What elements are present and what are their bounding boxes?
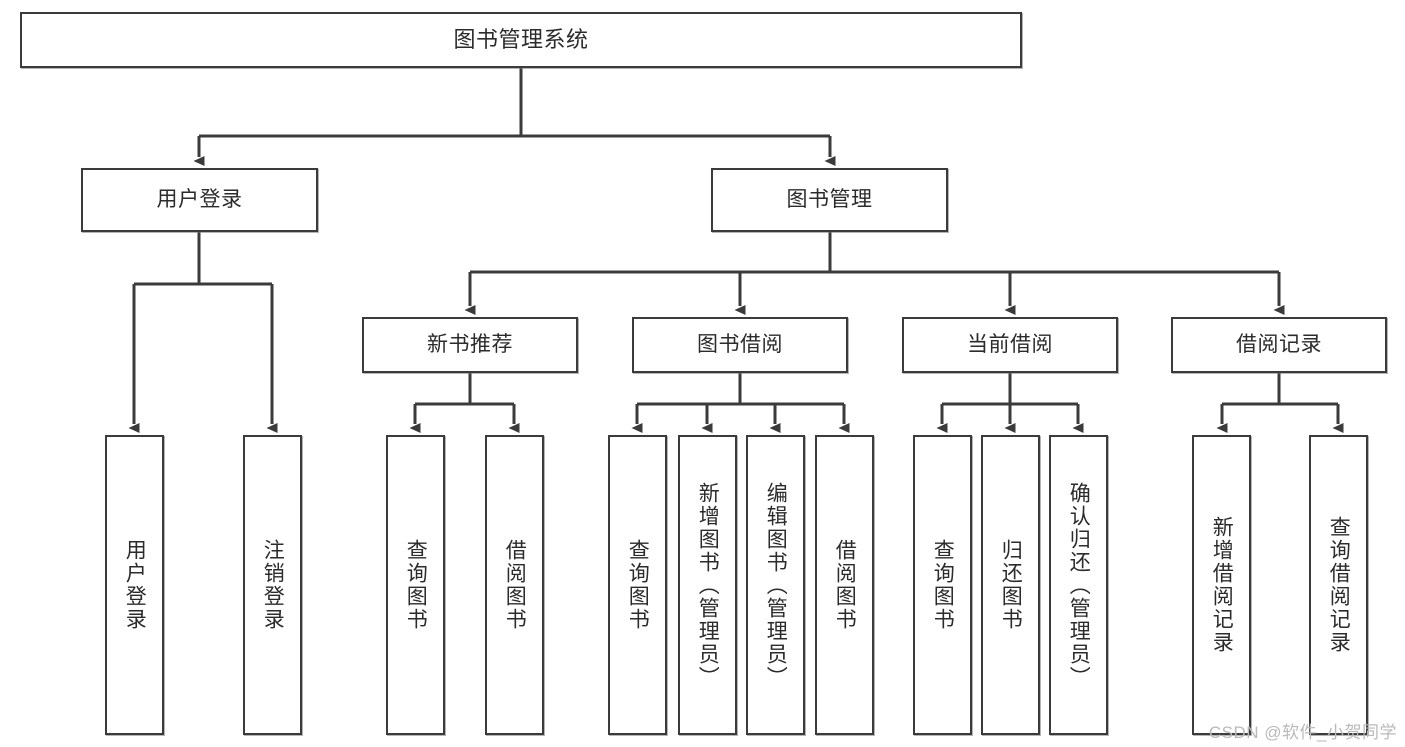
leaf-edit-book-admin[interactable]: 编辑图书（管理员）: [746, 435, 805, 735]
node-label: 查询图书: [626, 539, 650, 631]
node-label: 新增图书（管理员）: [696, 481, 720, 689]
node-label: 图书借阅: [697, 333, 783, 357]
node-label: 查询图书: [931, 539, 955, 631]
node-label: 当前借阅: [967, 333, 1053, 357]
node-label: 用户登录: [123, 539, 147, 631]
node-label: 图书管理: [786, 188, 873, 212]
node-label: 注销登录: [261, 539, 285, 631]
node-label: 确认归还（管理员）: [1067, 481, 1091, 689]
leaf-query-borrow-record[interactable]: 查询借阅记录: [1309, 435, 1368, 735]
leaf-query-book-current[interactable]: 查询图书: [913, 435, 972, 735]
node-label: 新增借阅记录: [1210, 516, 1234, 654]
node-borrow-record[interactable]: 借阅记录: [1171, 317, 1387, 373]
node-label: 图书管理系统: [453, 26, 589, 52]
leaf-user-login[interactable]: 用户登录: [105, 435, 164, 735]
node-label: 用户登录: [156, 188, 243, 212]
leaf-borrow-book-recommend[interactable]: 借阅图书: [485, 435, 544, 735]
watermark: CSDN @软件_小贺同学: [1208, 723, 1397, 742]
node-label: 查询借阅记录: [1327, 516, 1351, 654]
node-book-borrow[interactable]: 图书借阅: [632, 317, 848, 373]
node-label: 查询图书: [404, 539, 428, 631]
leaf-confirm-return-admin[interactable]: 确认归还（管理员）: [1049, 435, 1108, 735]
node-label: 借阅图书: [503, 539, 527, 631]
leaf-add-borrow-record[interactable]: 新增借阅记录: [1192, 435, 1251, 735]
node-current-borrow[interactable]: 当前借阅: [902, 317, 1118, 373]
leaf-return-book[interactable]: 归还图书: [981, 435, 1040, 735]
node-label: 新书推荐: [427, 333, 513, 357]
leaf-borrow-book[interactable]: 借阅图书: [815, 435, 874, 735]
leaf-query-book-borrow[interactable]: 查询图书: [608, 435, 667, 735]
node-user-login[interactable]: 用户登录: [81, 168, 318, 232]
node-new-book-recommend[interactable]: 新书推荐: [362, 317, 578, 373]
leaf-query-book-recommend[interactable]: 查询图书: [386, 435, 445, 735]
node-label: 借阅记录: [1236, 333, 1322, 357]
node-label: 编辑图书（管理员）: [764, 481, 788, 689]
leaf-add-book-admin[interactable]: 新增图书（管理员）: [678, 435, 737, 735]
node-book-management[interactable]: 图书管理: [711, 168, 948, 232]
node-label: 借阅图书: [833, 539, 857, 631]
leaf-logout-login[interactable]: 注销登录: [243, 435, 302, 735]
node-root-book-management-system[interactable]: 图书管理系统: [20, 12, 1022, 68]
node-label: 归还图书: [999, 539, 1023, 631]
